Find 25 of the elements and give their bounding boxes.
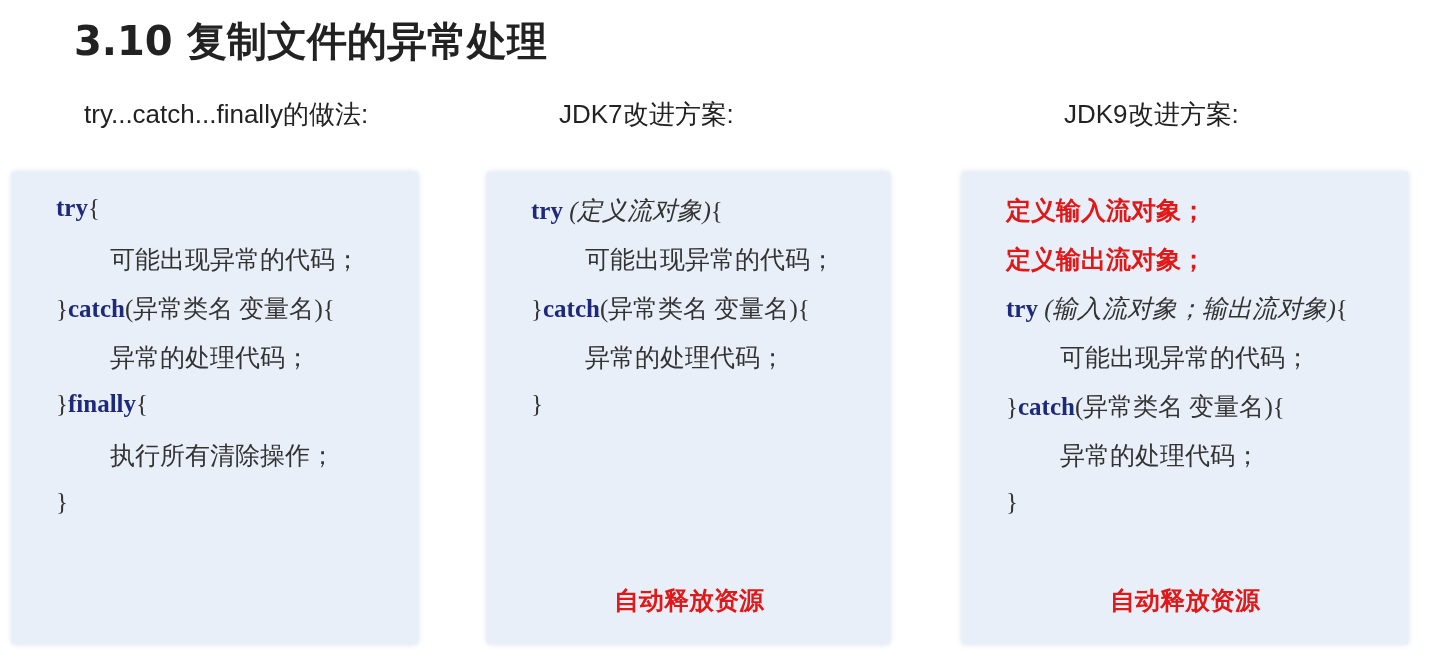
code-line: 可能出现异常的代码；: [585, 245, 835, 275]
code-line: }catch(异常类名 变量名){: [56, 294, 335, 325]
note-text: 自动释放资源: [1109, 585, 1261, 617]
code-line: }: [1006, 488, 1018, 516]
code-line: 定义输入流对象；: [1006, 196, 1206, 226]
code-line: 异常的处理代码；: [110, 343, 310, 373]
code-line: 定义输出流对象；: [1006, 245, 1206, 275]
code-line: 可能出现异常的代码；: [110, 245, 360, 275]
panel-heading: JDK7改进方案:: [559, 98, 734, 131]
panel-heading: try...catch...finally的做法:: [84, 98, 369, 131]
code-line: }: [531, 390, 543, 418]
panel-heading: JDK9改进方案:: [1064, 98, 1239, 131]
code-line: 执行所有清除操作；: [110, 441, 335, 471]
note-text: 自动释放资源: [612, 585, 765, 617]
code-line: }catch(异常类名 变量名){: [531, 294, 810, 325]
code-line: 异常的处理代码；: [1060, 441, 1260, 471]
code-line: try (定义流对象){: [531, 196, 723, 227]
slide-title: 3.10 复制文件的异常处理: [74, 17, 547, 66]
code-line: }finally{: [56, 390, 149, 418]
code-line: 异常的处理代码；: [585, 343, 785, 373]
code-line: }catch(异常类名 变量名){: [1006, 392, 1285, 423]
code-line: try{: [56, 194, 100, 222]
code-line: }: [56, 488, 68, 516]
code-line: try (输入流对象；输出流对象){: [1006, 294, 1348, 325]
code-line: 可能出现异常的代码；: [1060, 343, 1310, 373]
